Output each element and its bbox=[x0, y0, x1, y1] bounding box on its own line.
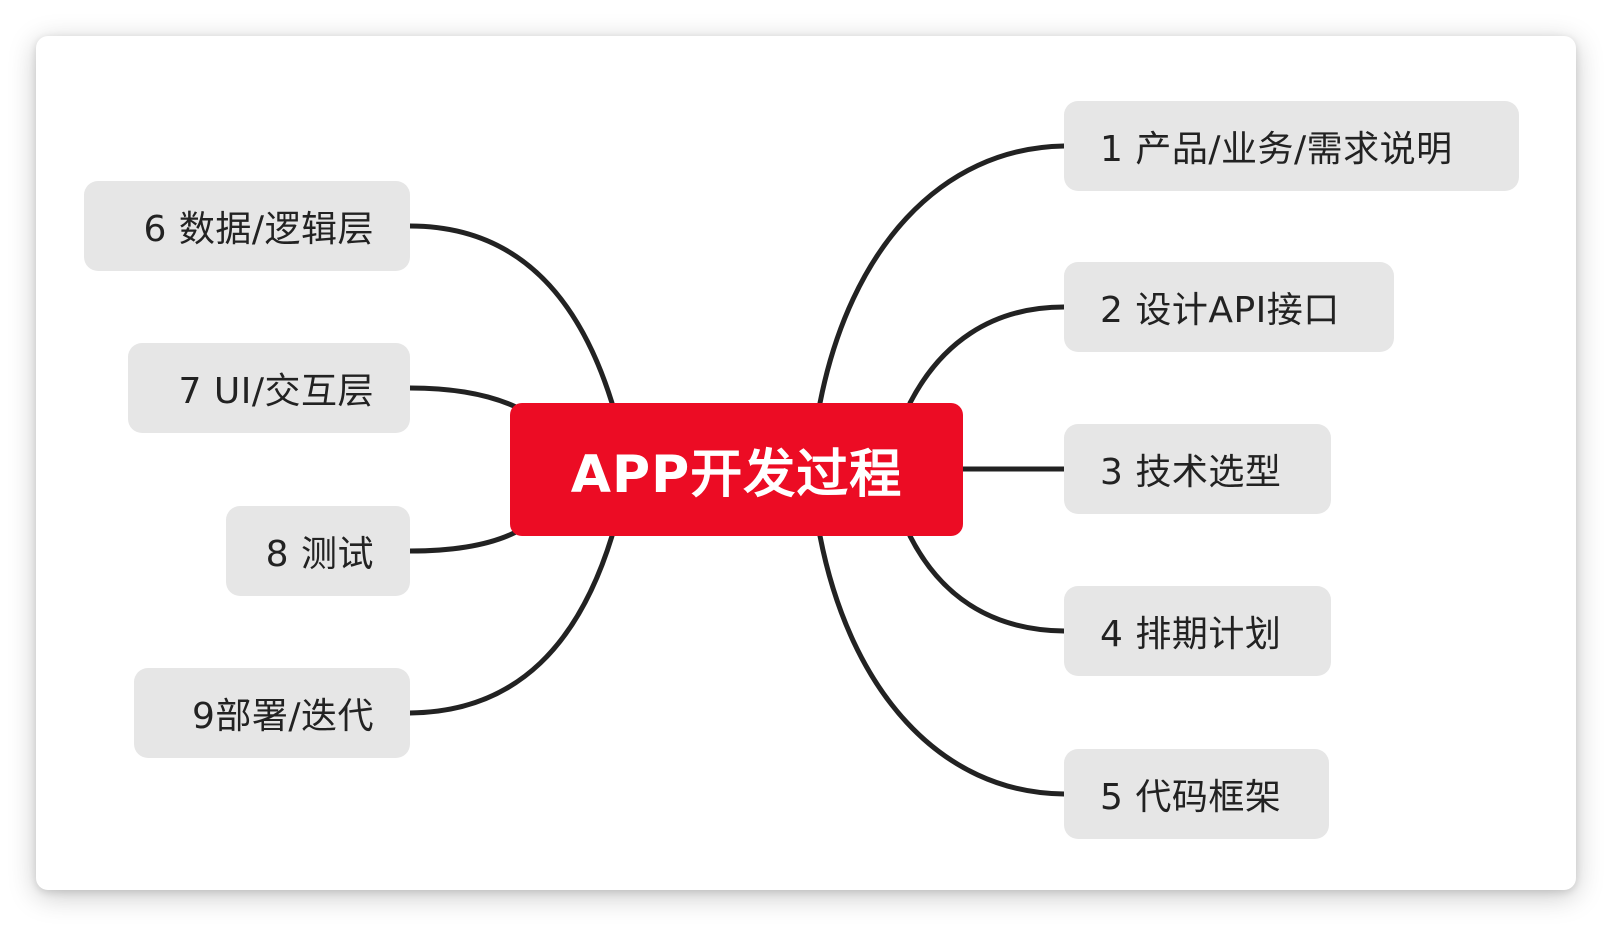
link-9 bbox=[407, 533, 615, 716]
topic-schedule-plan[interactable]: 4 排期计划 bbox=[1064, 586, 1331, 676]
link-6 bbox=[407, 223, 615, 406]
link-7 bbox=[407, 385, 519, 410]
link-8 bbox=[407, 529, 519, 554]
topic-ui-interaction-layer[interactable]: 7 UI/交互层 bbox=[128, 343, 410, 433]
link-2 bbox=[907, 304, 1067, 406]
link-5 bbox=[817, 533, 1067, 797]
topic-tech-selection[interactable]: 3 技术选型 bbox=[1064, 424, 1331, 514]
topic-product-requirements[interactable]: 1 产品/业务/需求说明 bbox=[1064, 101, 1519, 191]
topic-deploy-iterate[interactable]: 9部署/迭代 bbox=[134, 668, 410, 758]
central-topic[interactable]: APP开发过程 bbox=[510, 403, 963, 536]
topic-api-design[interactable]: 2 设计API接口 bbox=[1064, 262, 1394, 352]
topic-code-framework[interactable]: 5 代码框架 bbox=[1064, 749, 1329, 839]
link-4 bbox=[907, 533, 1067, 634]
link-1 bbox=[817, 143, 1067, 406]
topic-testing[interactable]: 8 测试 bbox=[226, 506, 410, 596]
topic-data-logic-layer[interactable]: 6 数据/逻辑层 bbox=[84, 181, 410, 271]
